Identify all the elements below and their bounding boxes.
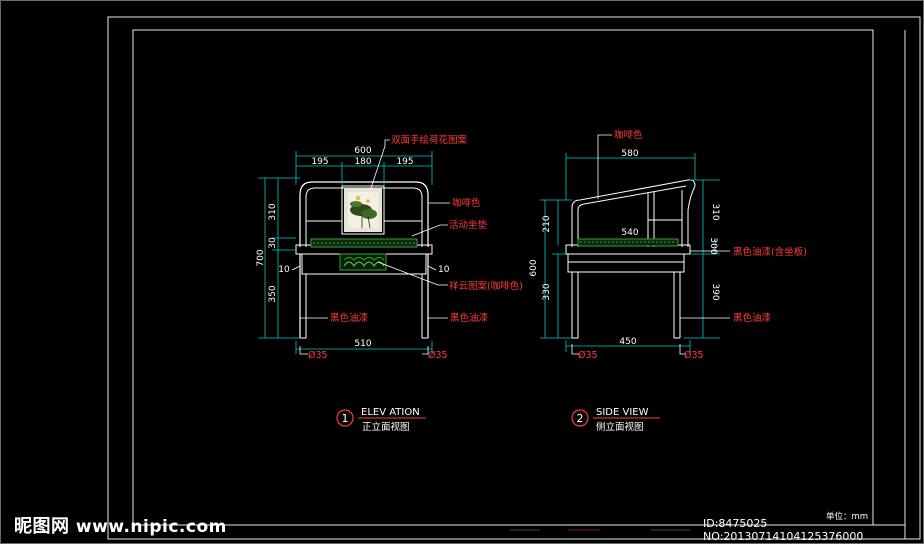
elevation-notes: 双面手绘荷花图案 咖啡色 活动坐垫 祥云图案(咖啡色) 黑色油漆 黑色油漆 Ø3… [308,134,523,361]
watermark-id-line: ID:8475025 NO:20130714104125376000 [703,517,864,543]
dim-h3: 10 [278,265,290,275]
note-lacquer-left: 黑色油漆 [330,312,369,324]
watermark-url[interactable]: www.nipic.com [75,517,227,537]
dim-w1: 195 [311,157,328,167]
dim-right-upper: 310 [710,203,720,220]
elevation-dim-text: 600 195 180 195 700 310 30 10 350 510 10 [256,146,450,349]
dim-h4: 350 [268,285,278,302]
unit-label: 单位：mm [826,511,868,522]
dim-bottom-depth: 450 [619,337,636,347]
dim-left-lower: 330 [542,283,552,300]
elevation-number: 1 [342,412,349,425]
elevation-number-circle [336,409,354,427]
side-number: 2 [577,412,584,425]
side-title-block: 2 SIDE VIEW 侧立面视图 [571,407,660,433]
dim-h1: 310 [268,203,278,220]
watermark-logo-text: 昵图网 [14,516,70,537]
dim-seat-depth: 540 [621,228,638,238]
note-side-diameter-left: Ø35 [578,350,598,361]
note-lacquer-right: 黑色油漆 [450,312,489,324]
dim-right-mid: 300 [708,237,718,254]
dim-left-upper: 210 [542,215,552,232]
note-side-lacquer-seat: 黑色油漆(含坐板) [733,246,807,258]
side-title: SIDE VIEW [596,407,649,418]
side-subtitle: 侧立面视图 [596,421,644,433]
lotus-painting-image [344,188,382,232]
note-cloud-pattern: 祥云图案(咖啡色) [449,280,523,292]
note-side-diameter-right: Ø35 [684,350,704,361]
dim-total-width: 600 [354,146,371,156]
side-number-circle [571,409,589,427]
dim-w3: 195 [396,157,413,167]
elevation-title: ELEV ATION [361,407,420,418]
side-view [565,179,696,339]
side-leaders [571,134,730,355]
side-dimensions [540,153,720,352]
elevation-leaders [291,139,450,355]
elevation-subtitle: 正立面视图 [362,421,410,433]
dim-bottom-width: 510 [354,339,371,349]
side-notes: 咖啡色 黑色油漆(含坐板) 黑色油漆 Ø35 Ø35 [578,129,807,361]
elevation-title-block: 1 ELEV ATION 正立面视图 [336,407,426,433]
sheet-border-outer [107,16,921,540]
watermark-logo: 昵图网 www.nipic.com [14,512,227,538]
note-side-lacquer-leg: 黑色油漆 [733,312,772,324]
dim-side-small: 10 [438,265,450,275]
dim-w2: 180 [354,157,371,167]
note-side-coffee: 咖啡色 [614,129,643,141]
note-diameter-left: Ø35 [308,350,328,361]
elevation-dimensions [258,151,433,354]
dim-height-total-label: 700 [256,249,266,266]
dim-right-lower: 390 [710,283,720,300]
note-diameter-right: Ø35 [428,350,448,361]
dim-top-depth: 580 [621,149,638,159]
note-cushion: 活动坐垫 [449,219,488,231]
dim-h2: 30 [268,237,278,249]
note-lotus-pattern: 双面手绘荷花图案 [391,134,468,146]
dim-left-total: 600 [529,259,539,276]
note-coffee-color: 咖啡色 [452,197,481,209]
elevation-view [295,181,433,339]
side-dim-text: 580 540 450 600 210 330 310 300 390 [529,149,720,347]
